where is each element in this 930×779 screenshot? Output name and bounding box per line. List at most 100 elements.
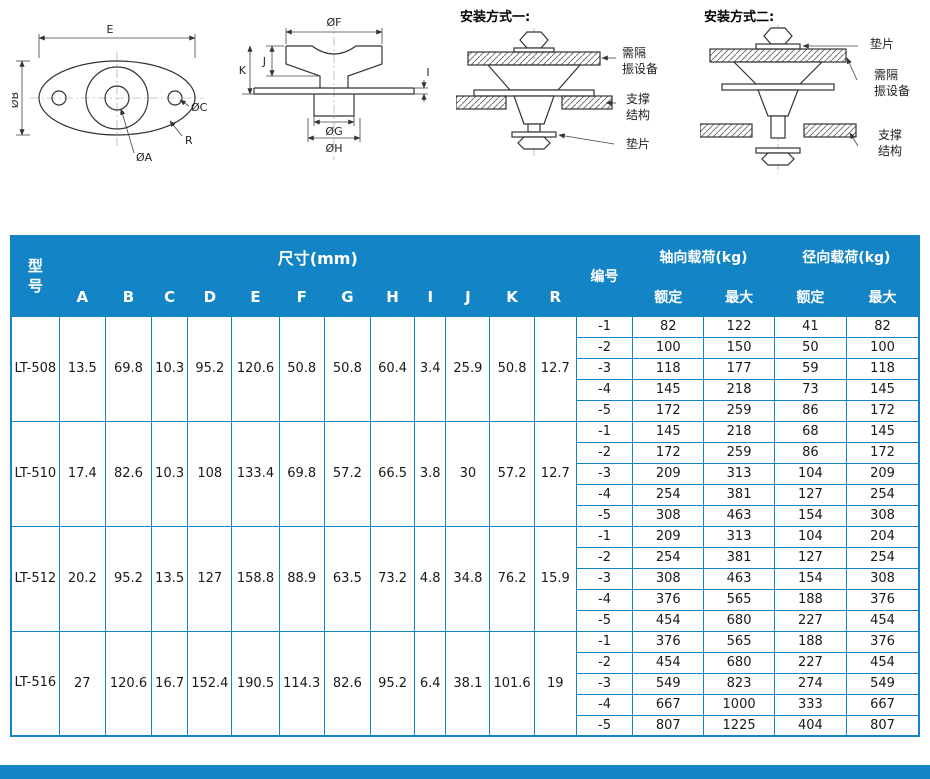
model-cell: LT-512 — [10, 525, 60, 632]
dim-b-cell: 82.6 — [104, 420, 153, 527]
dim-h-cell: 95.2 — [369, 630, 416, 737]
dim-e-cell: 133.4 — [231, 420, 280, 527]
dim-r-cell: 19 — [533, 630, 577, 737]
axial-rated-cell: 100 — [632, 336, 705, 359]
dim-d-cell: 108 — [187, 420, 233, 527]
dim-col-header-r: R — [533, 277, 577, 317]
radial-rated-cell: 41 — [773, 315, 848, 338]
spool-outline — [253, 45, 415, 117]
bolt-stem — [770, 115, 786, 139]
radial-rated-cell: 127 — [773, 483, 848, 506]
radial-max-cell: 100 — [846, 336, 920, 359]
axial-max-cell: 122 — [703, 315, 775, 338]
top-washer — [755, 43, 801, 50]
footer-bar — [0, 765, 930, 779]
axial-rated-cell: 454 — [632, 651, 705, 674]
dim-e-cell: 120.6 — [231, 315, 280, 422]
radial-max-cell: 118 — [846, 357, 920, 380]
radial-rated-cell: 68 — [773, 420, 848, 443]
equipment-plate — [467, 51, 601, 66]
dim-col-header-b: B — [104, 277, 153, 317]
flange-outline — [38, 60, 196, 136]
dim-c-cell: 10.3 — [151, 315, 189, 422]
dim-d-cell: 95.2 — [187, 315, 233, 422]
axial-max-cell: 565 — [703, 588, 775, 611]
axial-rated-cell: 254 — [632, 546, 705, 569]
dim-r-cell: 12.7 — [533, 315, 577, 422]
bolt-head — [519, 31, 549, 49]
radial-rated-cell: 73 — [773, 378, 848, 401]
dims-header: 尺寸(mm) — [58, 235, 577, 279]
number-cell: -4 — [575, 378, 634, 401]
dim-g-cell: 63.5 — [323, 525, 371, 632]
spec-table: 型号 尺寸(mm) 编号 轴向载荷(kg) 径向载荷(kg) A B C D E… — [10, 235, 920, 737]
bolt-stem — [527, 123, 541, 133]
number-header: 编号 — [575, 235, 634, 317]
number-cell: -3 — [575, 462, 634, 485]
axial-max-cell: 463 — [703, 567, 775, 590]
axial-rated-cell: 308 — [632, 567, 705, 590]
axial-rated-cell: 209 — [632, 462, 705, 485]
radial-max-cell: 376 — [846, 588, 920, 611]
axial-max-cell: 218 — [703, 420, 775, 443]
axial-rated-cell: 376 — [632, 588, 705, 611]
axial-rated-cell: 308 — [632, 504, 705, 527]
dim-col-header-g: G — [323, 277, 371, 317]
dimension-lines — [242, 28, 428, 142]
number-cell: -3 — [575, 357, 634, 380]
axial-rated-cell: 172 — [632, 399, 705, 422]
radial-max-cell: 254 — [846, 483, 920, 506]
axial-max-cell: 381 — [703, 546, 775, 569]
axial-max-cell: 1225 — [703, 714, 775, 737]
radial-rated-cell: 154 — [773, 504, 848, 527]
dim-i-cell: 3.4 — [414, 315, 447, 422]
dim-col-header-a: A — [58, 277, 106, 317]
radial-rated-cell: 127 — [773, 546, 848, 569]
dim-a-cell: 13.5 — [58, 315, 106, 422]
radial-rated-cell: 227 — [773, 609, 848, 632]
equipment-label: 需隔 振设备 — [874, 68, 911, 98]
isolator-flange-plate — [473, 89, 595, 97]
install-method-2-drawing — [700, 25, 859, 174]
axial-rated-cell: 145 — [632, 420, 705, 443]
radial-rated-header: 额定 — [773, 277, 848, 317]
support-label: 支撑 结构 — [626, 92, 651, 122]
isolator-top-cup — [486, 64, 582, 91]
support-plate-left — [456, 95, 507, 110]
axial-max-cell: 381 — [703, 483, 775, 506]
number-cell: -1 — [575, 420, 634, 443]
radial-rated-cell: 154 — [773, 567, 848, 590]
install-method-1-diagram: 安装方式一: 需隔 振设备 — [452, 6, 684, 201]
bolt-head — [763, 27, 793, 45]
axial-rated-cell: 209 — [632, 525, 705, 548]
dim-col-header-e: E — [231, 277, 280, 317]
model-cell: LT-516 — [10, 630, 60, 737]
number-cell: -3 — [575, 567, 634, 590]
dim-h-cell: 73.2 — [369, 525, 416, 632]
radial-rated-cell: 227 — [773, 651, 848, 674]
dim-j-cell: 38.1 — [445, 630, 491, 737]
number-cell: -1 — [575, 315, 634, 338]
radial-rated-cell: 333 — [773, 693, 848, 716]
dim-h-cell: 66.5 — [369, 420, 416, 527]
dim-col-header-h: H — [369, 277, 416, 317]
radial-max-cell: 145 — [846, 420, 920, 443]
isolator-top-cup — [732, 61, 824, 85]
top-view-diagram: E ØB ØC R ØA — [12, 8, 217, 173]
dim-r-cell: 12.7 — [533, 420, 577, 527]
install-method-2-diagram: 安装方式二: 垫片 需 — [692, 6, 930, 206]
isolator-flange-plate — [721, 83, 835, 91]
dim-d-cell: 127 — [187, 525, 233, 632]
number-cell: -5 — [575, 399, 634, 422]
equipment-label: 需隔 振设备 — [622, 46, 659, 76]
